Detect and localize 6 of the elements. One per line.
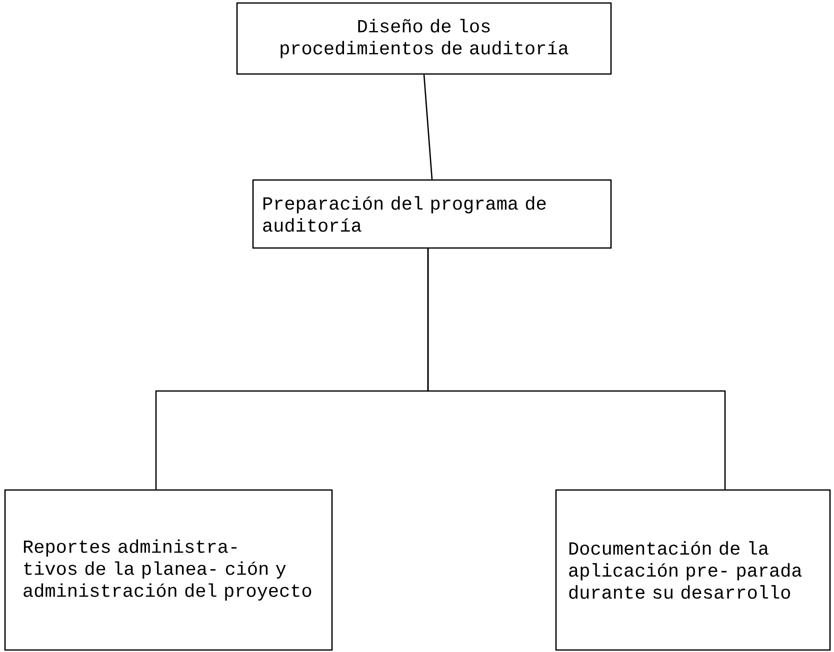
- process-box: Preparación del programa de auditoría: [252, 179, 612, 249]
- connector-line: [423, 74, 433, 180]
- process-box: Reportes administra- tivos de la planea- ción y administración del proyecto: [4, 489, 333, 651]
- process-box: Diseño de los procedimientos de auditoría: [236, 2, 612, 75]
- process-box: Documentación de la aplicación pre- parada durante su desarrollo: [555, 489, 831, 651]
- connector-line: [427, 248, 726, 490]
